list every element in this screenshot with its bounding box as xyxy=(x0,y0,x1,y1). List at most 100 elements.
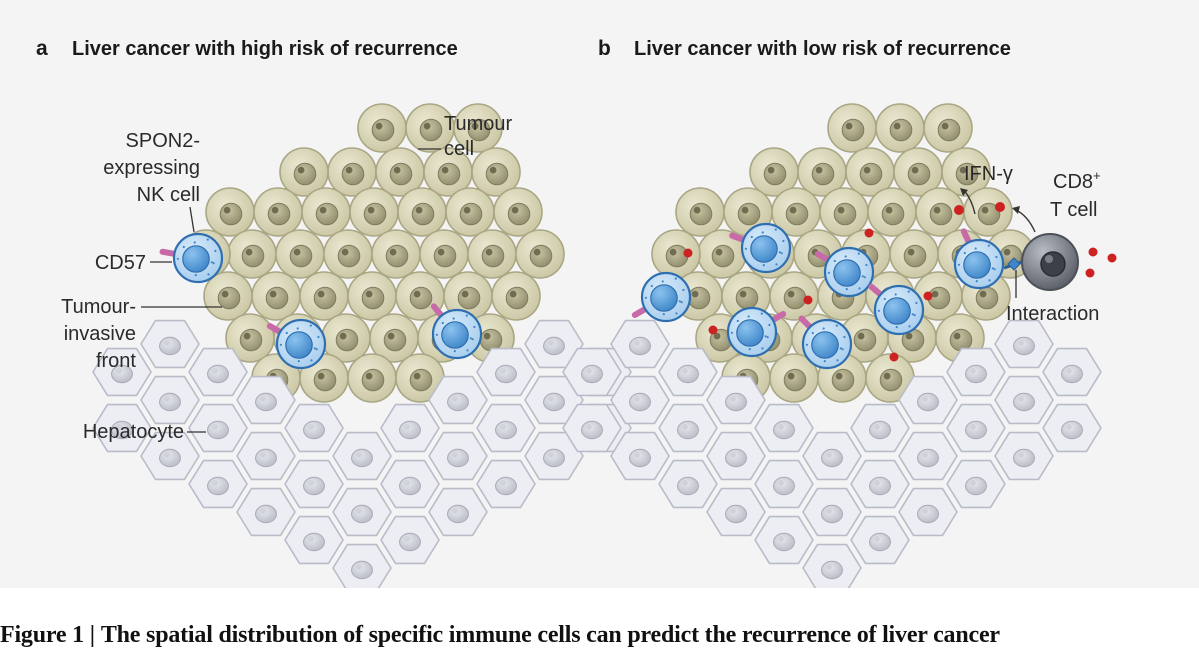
panel-a-title: Liver cancer with high risk of recurrenc… xyxy=(72,38,458,60)
tumour-cell-icon xyxy=(491,271,541,321)
hepatocyte-icon xyxy=(754,515,814,565)
hepatocyte-icon xyxy=(332,487,392,537)
tumour-cell-icon xyxy=(769,271,819,321)
hepatocyte-icon xyxy=(850,459,910,509)
label-t-cell: T cell xyxy=(1050,199,1097,221)
tumour-cell-icon xyxy=(253,187,303,237)
cd8-t-cell-icon xyxy=(1021,233,1079,291)
tumour-cluster-high-risk xyxy=(92,103,632,588)
tumour-cell-icon xyxy=(515,229,565,279)
hepatocyte-icon xyxy=(524,431,584,481)
label-interaction: Interaction xyxy=(1006,303,1099,325)
nk-cell-icon xyxy=(814,246,875,298)
nk-cell-icon xyxy=(798,315,853,370)
tumour-cell-icon xyxy=(471,147,521,197)
tumour-cell-icon xyxy=(275,229,325,279)
hepatocyte-icon xyxy=(946,347,1006,397)
tumour-cell-icon xyxy=(323,229,373,279)
tumour-cell-icon xyxy=(453,103,503,153)
hepatocyte-icon xyxy=(380,403,440,453)
tumour-cell-icon xyxy=(327,147,377,197)
panel-a-letter: a xyxy=(36,37,48,60)
tumour-cell-icon xyxy=(467,229,517,279)
hepatocyte-icon xyxy=(92,347,152,397)
tumour-cell-icon xyxy=(839,313,889,363)
nk-cell-icon xyxy=(159,232,224,284)
tumour-cell-icon xyxy=(913,271,963,321)
figure-panel: a Liver cancer with high risk of recurre… xyxy=(0,0,1199,588)
nk-cell-icon xyxy=(631,271,692,323)
hepatocyte-icon xyxy=(610,319,670,369)
tumour-cell-icon xyxy=(867,187,917,237)
nk-cell-icon xyxy=(726,306,787,358)
hepatocyte-icon xyxy=(946,403,1006,453)
tumour-cell-icon xyxy=(675,187,725,237)
tumour-cell-icon xyxy=(749,147,799,197)
tumour-cell-icon xyxy=(397,187,447,237)
nk-cell-icon xyxy=(953,228,1005,290)
hepatocyte-icon xyxy=(332,431,392,481)
hepatocyte-icon xyxy=(236,375,296,425)
hepatocyte-icon xyxy=(92,403,152,453)
hepatocyte-icon xyxy=(524,375,584,425)
hepatocyte-icon xyxy=(802,487,862,537)
tumour-cell-icon xyxy=(827,103,877,153)
label-tumour-cell: cell xyxy=(444,138,474,160)
hepatocyte-icon xyxy=(140,319,200,369)
hepatocyte-icon xyxy=(188,403,248,453)
tumour-cell-icon xyxy=(797,147,847,197)
tumour-cell-icon xyxy=(349,187,399,237)
hepatocyte-icon xyxy=(898,375,958,425)
hepatocyte-icon xyxy=(284,403,344,453)
interaction-icon xyxy=(1007,257,1021,271)
tumour-cell-icon xyxy=(203,271,253,321)
hepatocyte-icon xyxy=(898,487,958,537)
caption-text: The spatial distribution of specific imm… xyxy=(100,622,1000,648)
figure-illustration: a Liver cancer with high risk of recurre… xyxy=(36,37,1117,588)
tumour-cell-icon xyxy=(369,313,419,363)
tumour-cell-icon xyxy=(301,187,351,237)
hepatocyte-icon xyxy=(562,347,622,397)
hepatocyte-icon xyxy=(802,431,862,481)
tumour-cell-icon xyxy=(205,187,255,237)
tumour-cluster-low-risk xyxy=(562,103,1102,588)
leader-nk-cell xyxy=(189,206,195,233)
label-front: front xyxy=(96,350,136,372)
hepatocyte-icon xyxy=(140,375,200,425)
hepatocyte-icon xyxy=(850,515,910,565)
tumour-cell-icon xyxy=(865,353,915,403)
tumour-cell-icon xyxy=(347,353,397,403)
tumour-cell-icon xyxy=(769,353,819,403)
tumour-cell-icon xyxy=(923,103,973,153)
hepatocyte-icon xyxy=(610,375,670,425)
hepatocyte-icon xyxy=(850,403,910,453)
hepatocyte-icon xyxy=(476,459,536,509)
tumour-cell-icon xyxy=(915,187,965,237)
tumour-cell-icon xyxy=(395,353,445,403)
hepatocyte-icon xyxy=(706,431,766,481)
label-nk-cell: NK cell xyxy=(137,184,200,206)
tumour-cell-icon xyxy=(375,147,425,197)
hepatocyte-icon xyxy=(428,487,488,537)
hepatocyte-icon xyxy=(188,347,248,397)
label-cd57: CD57 xyxy=(95,252,146,274)
tumour-cell-icon xyxy=(347,271,397,321)
hepatocyte-icon xyxy=(1042,347,1102,397)
nk-cell-icon xyxy=(868,283,925,336)
hepatocyte-icon xyxy=(562,403,622,453)
hepatocyte-icon xyxy=(610,431,670,481)
tumour-cell-icon xyxy=(963,187,1013,237)
label-ifn-gamma: IFN-γ xyxy=(964,163,1013,185)
ifn-gamma-dot-icon xyxy=(683,202,1117,362)
hepatocyte-icon xyxy=(658,459,718,509)
hepatocyte-icon xyxy=(706,487,766,537)
label-expressing: expressing xyxy=(103,157,200,179)
caption-label: Figure 1 | xyxy=(0,622,95,648)
label-tumour-dash: Tumour- xyxy=(61,296,136,318)
tumour-cell-icon xyxy=(371,229,421,279)
hepatocyte-icon xyxy=(898,431,958,481)
tumour-cell-icon xyxy=(893,147,943,197)
tumour-cell-icon xyxy=(493,187,543,237)
tumour-cell-icon xyxy=(251,271,301,321)
label-spon2: SPON2- xyxy=(126,130,200,152)
